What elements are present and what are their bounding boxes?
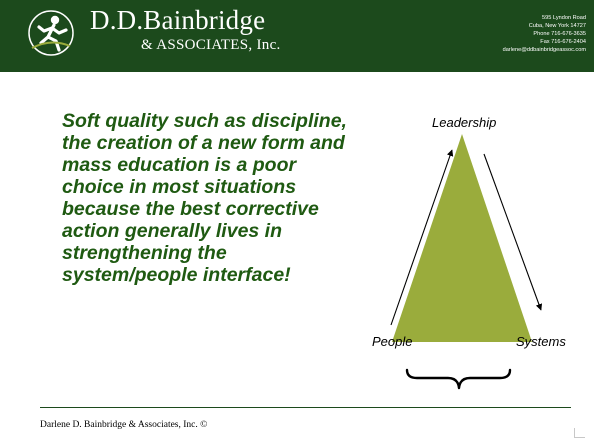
brand-subtitle: & ASSOCIATES, Inc. xyxy=(141,37,281,53)
running-figure-logo-icon xyxy=(28,10,74,56)
label-leadership: Leadership xyxy=(432,115,497,130)
triangle-shape xyxy=(392,134,532,342)
footer-copyright: Darlene D. Bainbridge & Associates, Inc.… xyxy=(40,420,208,430)
contact-email: darlene@ddbainbridgeassoc.com xyxy=(502,47,586,53)
slide-corner-mark xyxy=(574,428,585,438)
contact-address: 595 Lyndon Road xyxy=(542,15,586,21)
contact-city: Cuba, New York 14727 xyxy=(528,23,586,29)
brand-name: D.D.Bainbridge xyxy=(90,5,266,35)
arrow-down-right xyxy=(483,153,543,311)
arrow-up-left xyxy=(390,149,454,326)
header-banner: D.D.Bainbridge & ASSOCIATES, Inc. 595 Ly… xyxy=(0,0,594,72)
contact-fax: Fax 716-676-2404 xyxy=(540,39,586,45)
footer-divider xyxy=(40,407,571,408)
bottom-brace xyxy=(405,368,512,390)
label-systems: Systems xyxy=(516,334,566,349)
main-quote: Soft quality such as discipline, the cre… xyxy=(62,110,347,286)
contact-phone: Phone 716-676-3635 xyxy=(533,31,586,37)
contact-block: 595 Lyndon Road Cuba, New York 14727 Pho… xyxy=(503,14,586,54)
label-people: People xyxy=(372,334,413,349)
